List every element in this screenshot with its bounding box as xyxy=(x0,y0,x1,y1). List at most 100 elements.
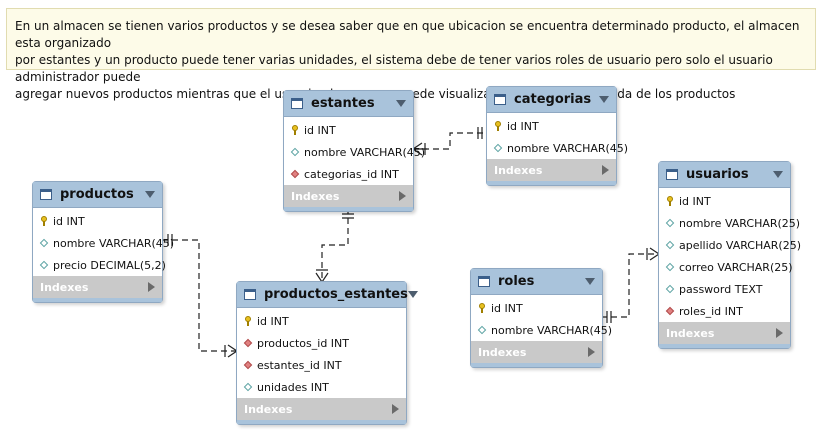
primary-key-icon xyxy=(39,216,49,226)
collapse-arrow-icon[interactable] xyxy=(585,278,595,285)
column-row[interactable]: correo VARCHAR(25) xyxy=(659,256,793,278)
column-icon xyxy=(39,238,49,248)
table-header[interactable]: productos xyxy=(33,182,162,208)
table-header[interactable]: roles xyxy=(471,269,602,295)
column-row[interactable]: nombre VARCHAR(45) xyxy=(284,141,425,163)
column-label: nombre VARCHAR(45) xyxy=(507,141,629,155)
column-row[interactable]: estantes_id INT xyxy=(237,354,406,376)
note-line-1: En un almacen se tienen varios productos… xyxy=(15,19,800,50)
indexes-label: Indexes xyxy=(40,280,89,294)
relationship-productos-estantes-productos[interactable] xyxy=(162,234,238,358)
table-productos[interactable]: productos id INT nombre VARCHAR(45) prec… xyxy=(32,181,174,303)
table-title: productos xyxy=(60,187,134,202)
relationship-productos-estantes-estantes[interactable] xyxy=(315,208,354,283)
table-icon xyxy=(244,289,256,300)
column-row[interactable]: id INT xyxy=(237,310,406,332)
table-usuarios[interactable]: usuarios id INT nombre VARCHAR(25) apell… xyxy=(658,161,801,349)
table-title: categorias xyxy=(514,92,592,107)
column-row[interactable]: categorias_id INT xyxy=(284,163,413,185)
table-header[interactable]: estantes xyxy=(284,91,413,117)
table-icon xyxy=(40,189,52,200)
table-title: productos_estantes xyxy=(264,287,408,302)
table-footer xyxy=(487,181,616,185)
column-label: categorias_id INT xyxy=(304,167,399,181)
column-icon xyxy=(665,240,675,250)
expand-arrow-icon[interactable] xyxy=(399,191,406,201)
indexes-label: Indexes xyxy=(494,163,543,177)
column-label: id INT xyxy=(304,123,336,137)
indexes-section[interactable]: Indexes xyxy=(659,322,790,344)
column-list: id INT nombre VARCHAR(45) precio DECIMAL… xyxy=(33,208,174,276)
primary-key-icon xyxy=(665,196,675,206)
collapse-arrow-icon[interactable] xyxy=(145,191,155,198)
column-row[interactable]: id INT xyxy=(659,190,790,212)
column-list: id INT productos_id INT estantes_id INT … xyxy=(237,308,406,398)
collapse-arrow-icon[interactable] xyxy=(407,291,418,298)
column-list: id INT nombre VARCHAR(45) xyxy=(487,113,628,159)
column-icon xyxy=(665,218,675,228)
collapse-arrow-icon[interactable] xyxy=(773,171,783,178)
indexes-section[interactable]: Indexes xyxy=(237,398,406,420)
column-row[interactable]: id INT xyxy=(284,119,413,141)
collapse-arrow-icon[interactable] xyxy=(599,96,609,103)
primary-key-icon xyxy=(290,125,300,135)
column-label: estantes_id INT xyxy=(257,358,342,372)
indexes-label: Indexes xyxy=(478,345,527,359)
table-footer xyxy=(33,298,162,302)
indexes-section[interactable]: Indexes xyxy=(487,159,616,181)
foreign-key-icon xyxy=(243,338,253,348)
expand-arrow-icon[interactable] xyxy=(602,165,609,175)
column-icon xyxy=(665,262,675,272)
expand-arrow-icon[interactable] xyxy=(776,328,783,338)
primary-key-icon xyxy=(243,316,253,326)
indexes-section[interactable]: Indexes xyxy=(284,185,413,207)
column-row[interactable]: id INT xyxy=(33,210,162,232)
collapse-arrow-icon[interactable] xyxy=(396,100,406,107)
table-header[interactable]: productos_estantes xyxy=(237,282,418,308)
indexes-section[interactable]: Indexes xyxy=(471,341,602,363)
foreign-key-icon xyxy=(665,306,675,316)
column-row[interactable]: nombre VARCHAR(45) xyxy=(487,137,628,159)
column-label: apellido VARCHAR(25) xyxy=(679,238,802,252)
table-categorias[interactable]: categorias id INT nombre VARCHAR(45) Ind… xyxy=(486,86,628,186)
table-productos-estantes[interactable]: productos_estantes id INT productos_id I… xyxy=(236,281,418,425)
expand-arrow-icon[interactable] xyxy=(588,347,595,357)
column-row[interactable]: nombre VARCHAR(25) xyxy=(659,212,800,234)
table-icon xyxy=(478,276,490,287)
indexes-section[interactable]: Indexes xyxy=(33,276,162,298)
expand-arrow-icon[interactable] xyxy=(392,404,399,414)
column-label: password TEXT xyxy=(679,282,763,296)
column-label: id INT xyxy=(491,301,523,315)
table-title: estantes xyxy=(311,96,375,111)
column-icon xyxy=(665,284,675,294)
indexes-label: Indexes xyxy=(291,189,340,203)
column-row[interactable]: password TEXT xyxy=(659,278,790,300)
column-label: roles_id INT xyxy=(679,304,743,318)
column-label: unidades INT xyxy=(257,380,329,394)
column-label: nombre VARCHAR(25) xyxy=(679,216,801,230)
column-label: precio DECIMAL(5,2) xyxy=(53,258,166,272)
foreign-key-icon xyxy=(290,169,300,179)
column-row[interactable]: productos_id INT xyxy=(237,332,406,354)
table-header[interactable]: categorias xyxy=(487,87,616,113)
table-header[interactable]: usuarios xyxy=(659,162,790,188)
relationship-usuarios-roles[interactable] xyxy=(601,247,660,323)
column-row[interactable]: precio DECIMAL(5,2) xyxy=(33,254,166,276)
column-row[interactable]: unidades INT xyxy=(237,376,406,398)
column-row[interactable]: id INT xyxy=(487,115,616,137)
column-row[interactable]: apellido VARCHAR(25) xyxy=(659,234,801,256)
table-title: usuarios xyxy=(686,167,749,182)
column-row[interactable]: roles_id INT xyxy=(659,300,790,322)
expand-arrow-icon[interactable] xyxy=(148,282,155,292)
column-label: nombre VARCHAR(45) xyxy=(491,323,613,337)
table-roles[interactable]: roles id INT nombre VARCHAR(45) Indexes xyxy=(470,268,612,368)
column-row[interactable]: id INT xyxy=(471,297,602,319)
column-row[interactable]: nombre VARCHAR(45) xyxy=(33,232,174,254)
column-label: id INT xyxy=(53,214,85,228)
relationship-estantes-categorias[interactable] xyxy=(412,127,487,156)
column-label: nombre VARCHAR(45) xyxy=(53,236,175,250)
column-icon xyxy=(243,382,253,392)
column-row[interactable]: nombre VARCHAR(45) xyxy=(471,319,612,341)
table-icon xyxy=(494,94,506,105)
table-estantes[interactable]: estantes id INT nombre VARCHAR(45) categ… xyxy=(283,90,425,212)
